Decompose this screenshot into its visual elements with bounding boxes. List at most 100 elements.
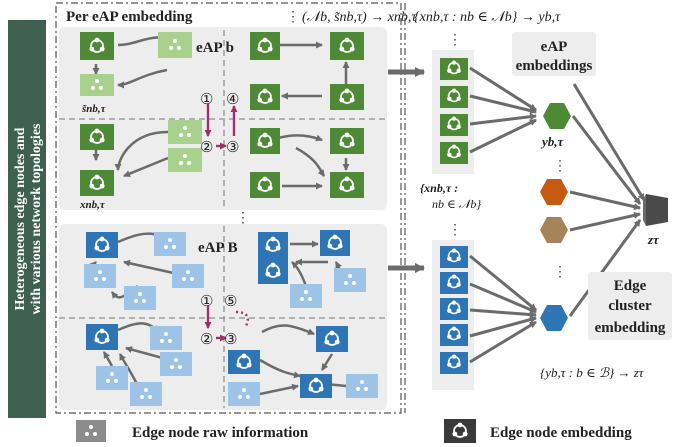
formula-left: (𝒩b, s̃nb,τ) → xnb,τ [302, 10, 417, 25]
node-raw-B8 [160, 352, 192, 376]
panel-b-step-4: ④ [226, 92, 239, 108]
hex-orange [540, 179, 568, 205]
panel-eap-B [59, 224, 387, 410]
panel-B-step-2: ② [200, 332, 213, 348]
legend: Edge node raw information Edge node embe… [76, 419, 632, 443]
cluster-line3: embedding [595, 320, 666, 336]
left-frame [55, 2, 402, 414]
stack-blue-node-5 [440, 352, 468, 374]
hex-dots-2: ⋮ [553, 265, 567, 280]
set-label-line1: {xnb,τ : [420, 181, 458, 195]
legend-raw-label: Edge node raw information [132, 425, 309, 441]
legend-embed-icon [444, 419, 476, 443]
hex-green [543, 103, 571, 129]
cluster-line1: Edge [614, 278, 647, 294]
stack-green-node-2 [440, 86, 468, 108]
node-embed-B3 [320, 230, 350, 256]
side-label-line1: Heterogeneous edge nodes and [13, 127, 28, 310]
trapezoid-aggregator [643, 194, 668, 226]
node-raw-B4 [124, 286, 156, 310]
panel-b-title: eAP b [196, 40, 234, 56]
side-label-line2: with various network topologies [29, 123, 44, 315]
panel-B-title: eAP B [198, 240, 238, 256]
node-raw-B1 [154, 232, 186, 256]
hex-blue [540, 305, 568, 331]
panel-b-s-label: s̃nb,τ [81, 103, 107, 115]
panel-b-embed-nodes [80, 32, 364, 198]
node-embed-b2 [250, 32, 280, 60]
stack-blue-node-2 [440, 272, 468, 294]
panel-b-step-1: ① [200, 92, 213, 108]
eap-embeddings-box [512, 32, 596, 76]
per-eap-title: Per eAP embedding [66, 9, 193, 25]
cluster-embedding-box [588, 272, 672, 340]
node-embed-B2 [258, 232, 288, 258]
node-raw-B7 [150, 326, 182, 350]
node-embed-B4 [258, 258, 288, 284]
hex-to-trap-arrows [568, 83, 646, 317]
bottom-formula: {yb,τ : b ∈ ℬ} → zτ [540, 365, 645, 380]
mid-dots: ⋮ [236, 211, 250, 226]
hex-tan [540, 217, 568, 243]
node-raw-b1 [158, 32, 192, 58]
node-raw-B11 [228, 382, 260, 406]
panel-b-raw-nodes [80, 32, 202, 172]
node-embed-b6 [80, 124, 114, 150]
panel-b-steps: ① ④ ② ③ [200, 92, 239, 156]
panel-B-step-3: ③ [224, 332, 237, 348]
panel-B-embed-nodes [86, 230, 350, 398]
node-raw-B12 [346, 374, 378, 398]
node-embed-B8 [300, 374, 332, 398]
green-stack-dots: ⋮ [448, 33, 462, 48]
side-bar [8, 20, 46, 418]
set-label-line2: nb ∈ 𝒩b} [432, 197, 481, 211]
panel-b-step-2: ② [200, 140, 213, 156]
node-embed-b1 [80, 32, 114, 60]
legend-embed-label: Edge node embedding [490, 425, 632, 441]
legend-raw-icon [76, 420, 106, 442]
node-raw-b4 [168, 148, 202, 172]
eap-embeddings-line1: eAP [541, 39, 568, 55]
cluster-line2: cluster [608, 298, 652, 314]
node-embed-B7 [228, 350, 260, 374]
node-raw-b2 [80, 74, 114, 96]
panel-b-step-3: ③ [226, 140, 239, 156]
stack-green-node-1 [440, 58, 468, 80]
node-raw-B9 [96, 366, 128, 390]
node-raw-B2 [84, 264, 116, 288]
node-raw-B3 [172, 264, 204, 288]
node-embed-B6 [316, 326, 348, 352]
stack-green-node-4 [440, 142, 468, 164]
stack-blue-node-3 [440, 298, 468, 320]
node-raw-b3 [168, 120, 202, 144]
node-embed-b10 [330, 128, 364, 154]
node-raw-B5 [290, 284, 322, 308]
eap-embeddings-line2: embeddings [516, 58, 593, 74]
z-label: zτ [647, 232, 660, 247]
stack-blue-node-4 [440, 324, 468, 346]
formula-right: {xnb,τ : nb ∈ 𝒩b} → yb,τ [414, 10, 561, 25]
y-label: yb,τ [540, 134, 565, 149]
panel-B-raw-nodes [84, 232, 378, 406]
node-raw-B6 [334, 268, 366, 292]
node-embed-b9 [250, 172, 280, 198]
hex-dots-1: ⋮ [553, 159, 567, 174]
node-embed-b7 [80, 170, 114, 196]
node-embed-b11 [330, 172, 364, 198]
node-embed-b5 [330, 84, 364, 110]
node-embed-B1 [86, 232, 118, 258]
panel-B-step-5: ⑤ [224, 294, 237, 310]
panel-b-x-label: xnb,τ [79, 199, 106, 211]
panel-B-step-1: ① [200, 294, 213, 310]
node-embed-B5 [86, 324, 118, 350]
panel-B-steps: ① ⑤ ② ③ [200, 294, 250, 348]
node-raw-B10 [130, 382, 162, 406]
blue-stack-dots: ⋮ [448, 223, 462, 238]
node-embed-b8 [250, 128, 280, 154]
blue-embedding-stack: ⋮ [432, 223, 474, 390]
node-embed-b4 [250, 84, 280, 110]
stack-green-node-3 [440, 114, 468, 136]
node-embed-b3 [330, 32, 364, 60]
